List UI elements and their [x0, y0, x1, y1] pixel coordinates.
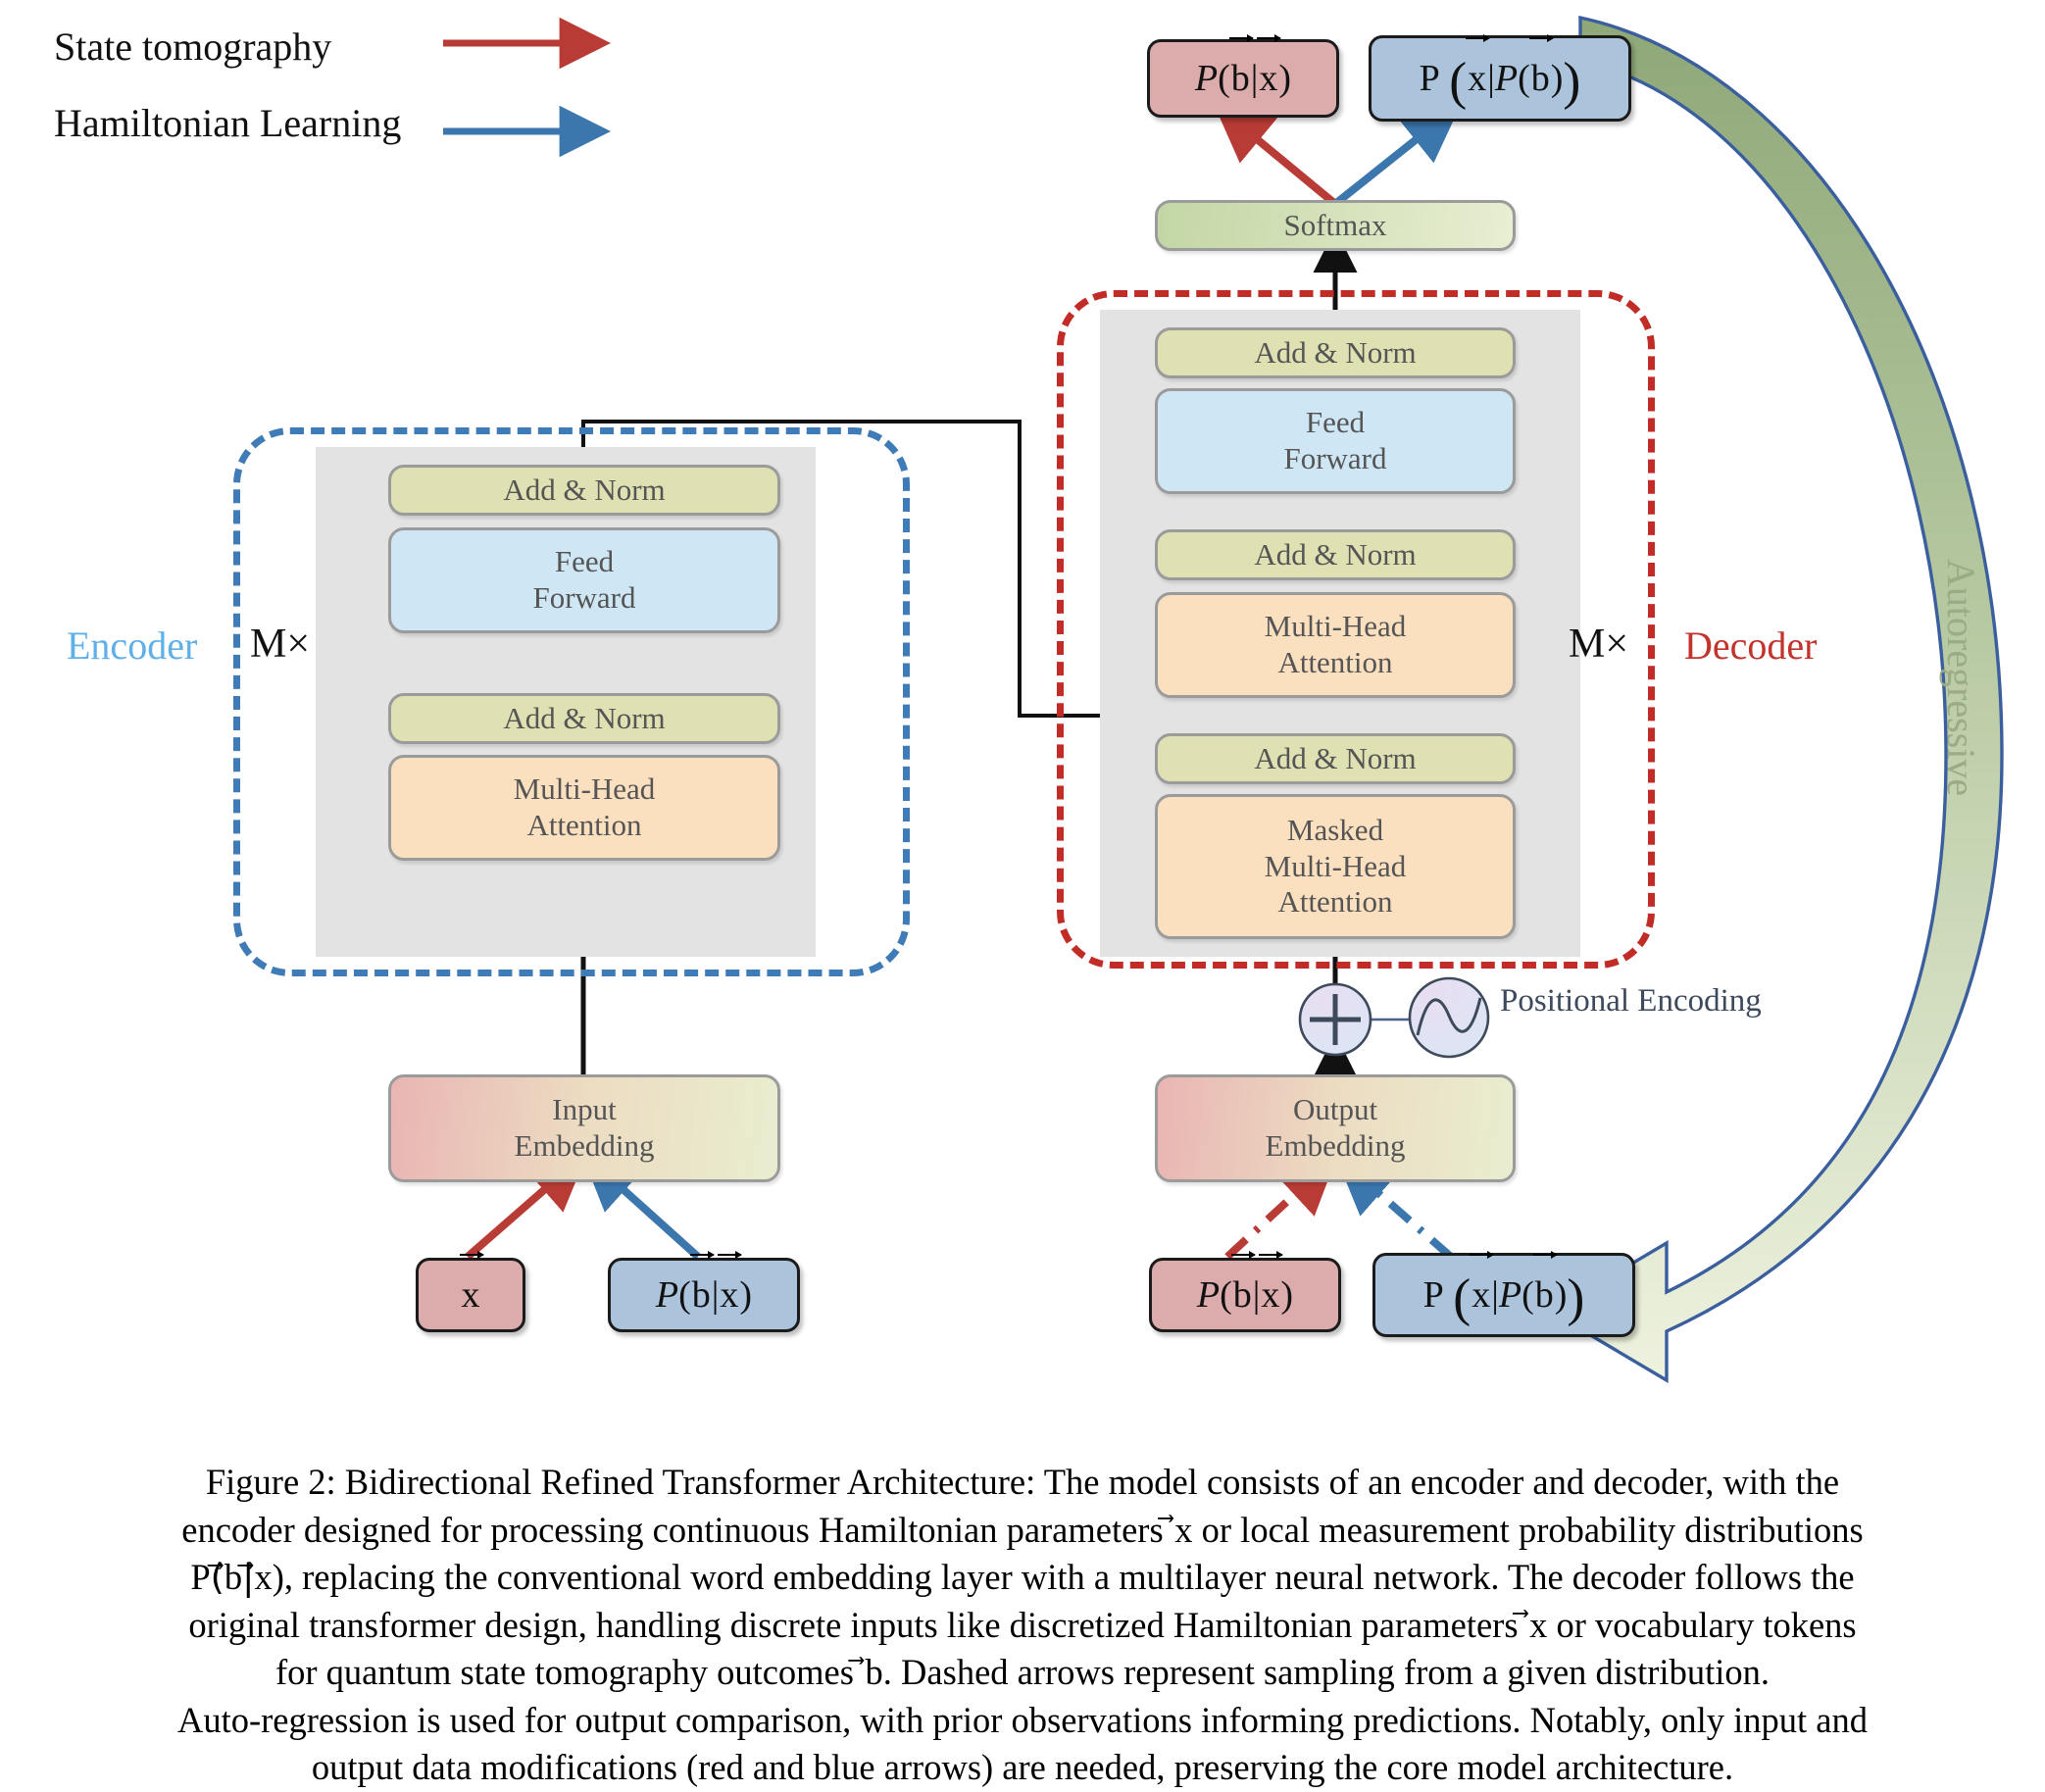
legend: State tomography Hamiltonian Learning [54, 8, 662, 161]
legend-label-hamiltonian-learning: Hamiltonian Learning [54, 100, 402, 145]
arrow-softmax-to-pbx [1213, 103, 1338, 208]
positional-encoding-label: Positional Encoding [1500, 980, 1762, 1022]
decoder-feed-forward-line1: Feed [1305, 405, 1366, 440]
encoder-feed-forward-line2: Forward [532, 580, 636, 615]
encoder-label: Encoder [67, 623, 198, 668]
decoder-mha-line2: Attention [1277, 645, 1393, 679]
arrow-pbx-to-output-embedding [1224, 1155, 1338, 1260]
decoder-masked-line1: Masked [1286, 813, 1384, 848]
legend-label-state-tomography: State tomography [54, 24, 332, 69]
output-embedding: Output Embedding [1155, 1074, 1516, 1182]
input-token-x-formula: x [459, 1251, 484, 1316]
decoder-mha-line1: Multi-Head [1264, 609, 1407, 644]
decoder-add-norm-mid: Add & Norm [1155, 529, 1516, 580]
blue-arrow-icon [407, 113, 662, 132]
input-embedding-line1: Input [552, 1092, 617, 1127]
decoder-add-norm-top-label: Add & Norm [1254, 334, 1417, 370]
caption-line-6: Auto-regression is used for output compa… [176, 1699, 1869, 1740]
plus-circle-icon [1298, 982, 1372, 1057]
decoder-repeat-count: M× [1569, 622, 1629, 667]
sine-wave-icon [1408, 976, 1490, 1059]
caption-line-2: encoder designed for processing continuo… [181, 1509, 1864, 1550]
red-arrow-icon [407, 36, 662, 56]
decoder-add-norm-mid-label: Add & Norm [1254, 536, 1417, 572]
caption-line-1: Figure 2: Bidirectional Refined Transfor… [205, 1462, 1840, 1502]
output-embedding-line1: Output [1292, 1092, 1378, 1127]
autoregressive-label: Autoregressive [1939, 559, 1983, 797]
caption-line-3: P(⃗b|⃗x), replacing the conventional wor… [190, 1557, 1855, 1598]
encoder-region [233, 427, 910, 976]
decoder-masked-line3: Attention [1277, 884, 1393, 920]
encoder-add-norm-bottom-label: Add & Norm [503, 700, 666, 735]
encoder-multi-head-attention: Multi-Head Attention [388, 755, 780, 861]
prediction-pxpb-formula: P (x|P(b)) [1419, 33, 1581, 111]
output-token-pbx-formula: P(b|x) [1196, 1251, 1294, 1316]
encoder-feed-forward: Feed Forward [388, 527, 780, 633]
decoder-masked-multi-head-attention: Masked Multi-Head Attention [1155, 794, 1516, 939]
encoder-add-norm-top: Add & Norm [388, 465, 780, 516]
legend-item-state-tomography: State tomography [54, 8, 662, 84]
positional-encoding-line2: Encoding [1637, 983, 1762, 1019]
legend-item-hamiltonian-learning: Hamiltonian Learning [54, 84, 662, 161]
decoder-label: Decoder [1684, 623, 1818, 668]
encoder-mha-line2: Attention [526, 808, 642, 842]
input-embedding-line2: Embedding [514, 1128, 655, 1163]
decoder-region [1057, 290, 1655, 969]
decoder-add-norm-top: Add & Norm [1155, 327, 1516, 378]
decoder-masked-line2: Multi-Head [1264, 848, 1407, 883]
decoder-multi-head-attention: Multi-Head Attention [1155, 592, 1516, 698]
arrow-softmax-to-pxpb [1332, 103, 1462, 208]
caption-line-5: for quantum state tomography outcomes ⃗b… [275, 1652, 1770, 1693]
caption-line-4: original transformer design, handling di… [188, 1604, 1857, 1645]
input-token-pbx-formula: P(b|x) [655, 1251, 753, 1316]
softmax-block: Softmax [1155, 200, 1516, 251]
decoder-feed-forward: Feed Forward [1155, 388, 1516, 494]
output-token-pxpb[interactable]: P (x|P(b)) [1372, 1250, 1635, 1337]
output-embedding-line2: Embedding [1265, 1128, 1406, 1163]
input-token-x[interactable]: x [416, 1251, 525, 1332]
output-token-pxpb-formula: P (x|P(b)) [1422, 1250, 1585, 1327]
encoder-feed-forward-line1: Feed [554, 544, 615, 579]
encoder-add-norm-top-label: Add & Norm [503, 472, 666, 507]
decoder-add-norm-bottom-label: Add & Norm [1254, 740, 1417, 775]
caption-line-7: output data modifications (red and blue … [311, 1747, 1734, 1788]
encoder-repeat-count: M× [250, 622, 311, 667]
encoder-add-norm-bottom: Add & Norm [388, 693, 780, 744]
input-embedding: Input Embedding [388, 1074, 780, 1182]
arrow-pxpb-to-output-embedding [1335, 1155, 1454, 1261]
prediction-pxpb[interactable]: P (x|P(b)) [1369, 33, 1631, 122]
input-token-pbx[interactable]: P(b|x) [608, 1251, 800, 1332]
decoder-feed-forward-line2: Forward [1283, 441, 1387, 475]
prediction-pbx[interactable]: P(b|x) [1147, 34, 1339, 118]
encoder-mha-line1: Multi-Head [513, 772, 656, 807]
output-token-pbx[interactable]: P(b|x) [1149, 1251, 1341, 1332]
positional-encoding-line1: Positional [1500, 983, 1630, 1019]
prediction-pbx-formula: P(b|x) [1194, 34, 1292, 99]
softmax-label: Softmax [1283, 207, 1387, 242]
figure-caption: Figure 2: Bidirectional Refined Transfor… [22, 1459, 2023, 1792]
decoder-add-norm-bottom: Add & Norm [1155, 733, 1516, 784]
